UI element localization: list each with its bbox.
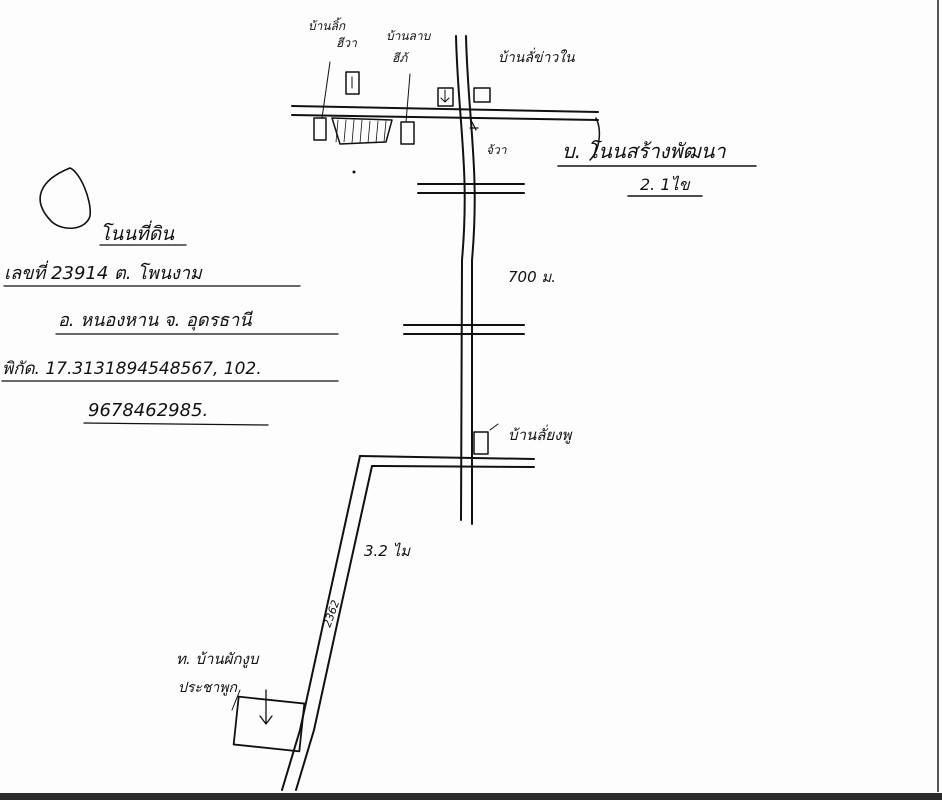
house-marker-5 <box>400 121 415 145</box>
label-village-distance: 2. 1ไข <box>640 175 691 194</box>
location-line-3: พิกัด. 17.3131894548567, 102. <box>2 359 262 379</box>
house-marker-4 <box>313 117 327 141</box>
cross-road-1 <box>417 183 525 194</box>
main-vertical-road <box>455 35 476 525</box>
location-line-4: 9678462985. <box>88 400 208 421</box>
label-junction: จ้วา <box>486 143 508 157</box>
label-road-distance: 3.2 ไม <box>364 542 411 560</box>
label-top-house-2-sub: ฮีภ้ <box>392 51 410 65</box>
cross-road-2 <box>403 324 525 335</box>
destination-plot <box>232 695 306 753</box>
label-bottom-place-sub: ประชาพูก <box>178 680 239 696</box>
house-marker-2 <box>437 87 454 107</box>
location-line-1: เลขที่ 23914 ต. โพนงาม <box>4 260 203 284</box>
house-marker-1 <box>345 71 360 95</box>
house-marker-side <box>473 431 489 455</box>
label-top-house-1: บ้านลิ้ก <box>308 17 346 33</box>
hatched-block <box>331 117 393 145</box>
label-bottom-place: ท. บ้านผักงูบ <box>176 650 260 668</box>
house-marker-3 <box>473 87 491 103</box>
location-title: โนนที่ดิน <box>100 220 175 245</box>
cross-road-3 <box>359 455 535 468</box>
label-top-house-1-sub: ฮีวา <box>336 36 358 50</box>
label-side-house: บ้านลั่ยงพู <box>508 424 573 444</box>
bottom-border-bar <box>0 793 942 800</box>
label-distance-700: 700 ม. <box>508 268 556 286</box>
top-road <box>291 105 599 121</box>
location-curve <box>39 167 91 229</box>
label-top-house-3: บ้านลั่ข่าวใน <box>498 47 575 66</box>
label-top-house-2: บ้านลาบ <box>386 29 432 43</box>
location-line-2: อ. หนองหาน จ. อุดรธานี <box>58 310 254 331</box>
diagonal-road <box>281 455 373 791</box>
label-village-name: บ. โนนสร้างพัฒนา <box>562 139 726 163</box>
